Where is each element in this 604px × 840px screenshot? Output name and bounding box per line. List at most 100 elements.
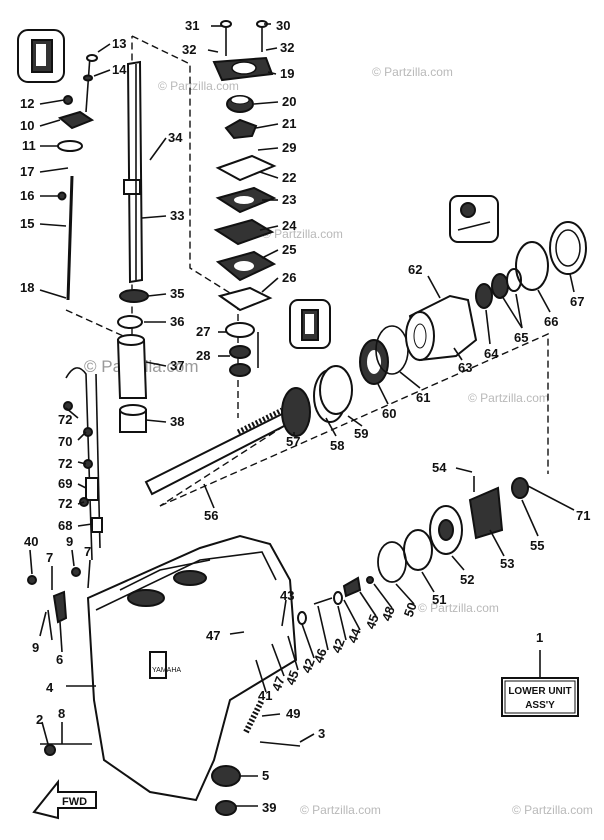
callout-number: 48 [379, 604, 398, 623]
callout-number: 71 [576, 508, 590, 523]
callout-number: 18 [20, 280, 34, 295]
callout-number: 20 [282, 94, 296, 109]
callout-number: 51 [432, 592, 446, 607]
callout-number: 42 [329, 636, 348, 655]
callout-number: 38 [170, 414, 184, 429]
water-tube-group [63, 367, 103, 561]
callout-number: 67 [570, 294, 584, 309]
callout-number: 27 [196, 324, 210, 339]
callout-number: 29 [282, 140, 296, 155]
callout-number: 53 [500, 556, 514, 571]
callout-number: 40 [24, 534, 38, 549]
callout-number: 42 [299, 656, 318, 675]
watermark: © Partzilla.com [262, 227, 343, 241]
callout-number: 13 [112, 36, 126, 51]
callout-number: 59 [354, 426, 368, 441]
callout-number: 50 [401, 600, 420, 619]
callout-number: 55 [530, 538, 544, 553]
callout-number: 70 [58, 434, 72, 449]
callout-number: 56 [204, 508, 218, 523]
callout-number: 12 [20, 96, 34, 111]
callout-number: 14 [112, 62, 127, 77]
callout-number: 7 [84, 544, 91, 559]
forward-arrow: FWD [32, 779, 97, 820]
watermark: © Partzilla.com [300, 803, 381, 817]
callout-number: 69 [58, 476, 72, 491]
callout-number: 32 [182, 42, 196, 57]
callout-number: 66 [544, 314, 558, 329]
callout-number: 15 [20, 216, 34, 231]
callout-number: 5 [262, 768, 269, 783]
callout-number: 4 [46, 680, 54, 695]
callout-number: 6 [56, 652, 63, 667]
callout-number: 60 [382, 406, 396, 421]
callout-number: 64 [484, 346, 499, 361]
callout-number: 61 [416, 390, 430, 405]
svg-text:YAMAHA: YAMAHA [152, 667, 181, 674]
callout-number: 36 [170, 314, 184, 329]
water-pump-assembly [212, 20, 277, 377]
callout-number: 44 [345, 626, 364, 645]
callout-number: 9 [66, 534, 73, 549]
callout-number: 30 [276, 18, 290, 33]
callout-number: 9 [32, 640, 39, 655]
grease-icon-box [17, 29, 65, 83]
callout-number: 28 [196, 348, 210, 363]
callout-number: 2 [36, 712, 43, 727]
callout-number: 35 [170, 286, 184, 301]
callout-number: 45 [363, 612, 382, 631]
watermark: © Partzilla.com [512, 803, 593, 817]
callout-number: 24 [282, 218, 297, 233]
fwd-label: FWD [62, 796, 87, 808]
callout-number: 11 [22, 138, 36, 153]
callout-number: 72 [58, 456, 72, 471]
callout-number: 46 [311, 646, 330, 665]
sealant-icon-box [449, 195, 499, 243]
forward-gear-group [377, 476, 529, 583]
callout-number: 49 [286, 706, 300, 721]
propeller-shaft-group [144, 221, 587, 496]
watermark: © Partzilla.com [418, 601, 499, 615]
callout-number: 34 [168, 130, 183, 145]
watermark: © Partzilla.com [158, 79, 239, 93]
callout-number: 63 [458, 360, 472, 375]
callout-number: 43 [280, 588, 294, 603]
callout-number: 54 [432, 460, 447, 475]
callout-numbers: 31 30 32 32 19 20 21 29 22 23 24 25 26 1… [20, 18, 590, 815]
callout-number: 41 [258, 688, 272, 703]
shift-rod-group [57, 54, 98, 301]
callout-number: 25 [282, 242, 296, 257]
assembly-title-line1: LOWER UNIT [508, 686, 571, 697]
grease-icon-box [289, 299, 331, 349]
callout-number: 47 [206, 628, 220, 643]
watermark: © Partzilla.com [468, 391, 549, 405]
gear-case-housing: YAMAHA [27, 534, 298, 816]
callout-number: 31 [185, 18, 199, 33]
callout-number: 21 [282, 116, 296, 131]
callout-number: 23 [282, 192, 296, 207]
callout-number: 3 [318, 726, 325, 741]
watermark: © Partzilla.com [372, 65, 453, 79]
callout-number: 72 [58, 412, 72, 427]
callout-number: 62 [408, 262, 422, 277]
leader-lines [29, 23, 575, 807]
callout-number: 57 [286, 434, 300, 449]
callout-number: 39 [262, 800, 276, 815]
callout-number: 72 [58, 496, 72, 511]
callout-number: 37 [170, 358, 184, 373]
callout-number: 17 [20, 164, 34, 179]
callout-number: 68 [58, 518, 72, 533]
callout-number: 65 [514, 330, 528, 345]
callout-number: 8 [58, 706, 65, 721]
callout-number: 7 [46, 550, 53, 565]
assembly-label-box: 1 LOWER UNIT ASS'Y [501, 630, 579, 717]
callout-number: 47 [269, 674, 288, 693]
callout-number: 22 [282, 170, 296, 185]
callout-number: 10 [20, 118, 34, 133]
callout-number: 45 [283, 668, 302, 687]
callout-number: 52 [460, 572, 474, 587]
callout-number: 16 [20, 188, 34, 203]
assembly-number: 1 [536, 630, 543, 645]
callout-number: 19 [280, 66, 294, 81]
